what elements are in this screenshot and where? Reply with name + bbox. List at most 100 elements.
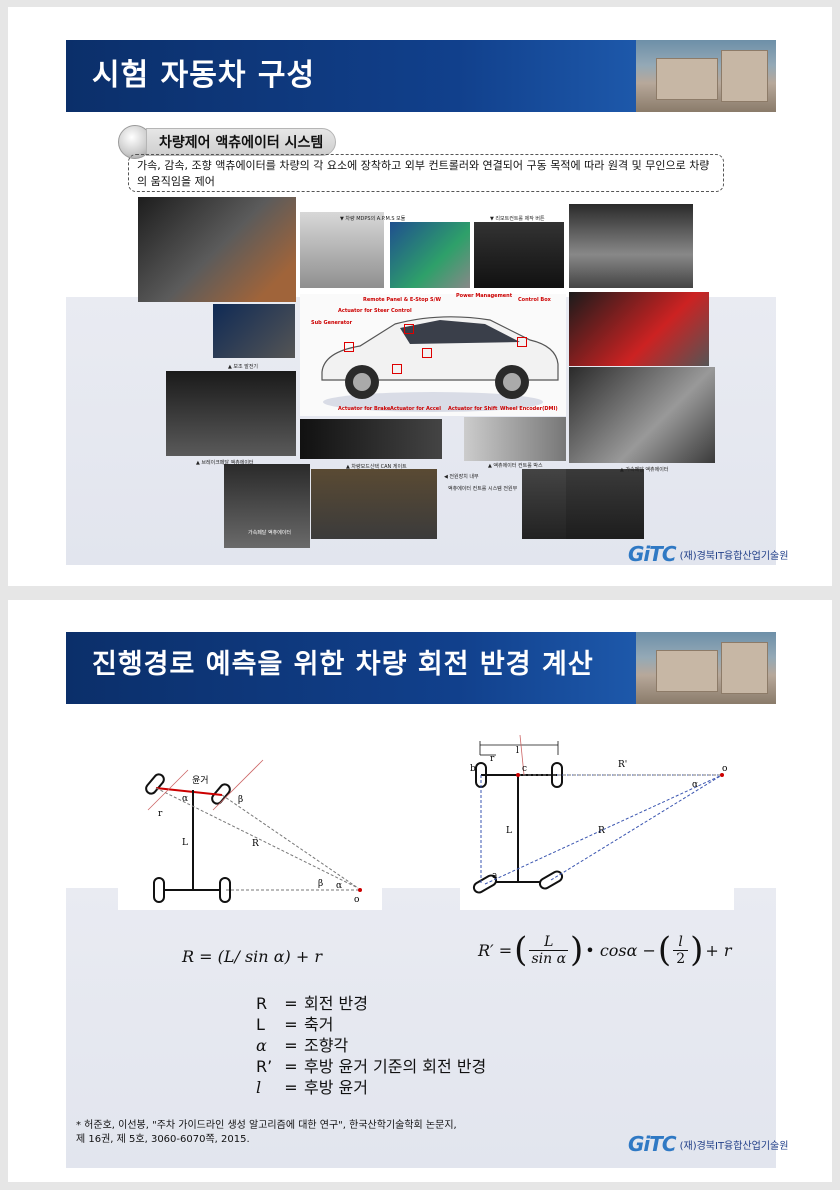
slide-title: 시험 자동차 구성 <box>92 58 316 93</box>
marker-steer <box>404 324 414 334</box>
legend-row: R=회전 반경 <box>256 993 486 1014</box>
fraction-l-2: l 2 <box>673 933 689 967</box>
c-label: c <box>522 764 527 774</box>
label-wheel-encoder: Wheel Encoder(DMI) <box>500 406 558 412</box>
legend-eq: = <box>284 1057 298 1076</box>
frac2-numerator: l <box>678 933 683 950</box>
legend-meaning: 조향각 <box>304 1036 349 1055</box>
legend-symbol: R’ <box>256 1057 273 1076</box>
car-diagram <box>300 294 566 416</box>
photo-steering-hand <box>300 419 442 459</box>
caption-power-inside: ◀ 전원장치 내부 <box>444 474 479 480</box>
photo-generator <box>213 304 295 358</box>
label-actuator-shift: Actuator for Shift <box>448 406 498 412</box>
label-actuator-brake: Actuator for Brake <box>338 406 391 412</box>
legend-row: α = 조향각 <box>256 1035 486 1056</box>
formula-suffix: + r <box>705 940 732 960</box>
center-label: o <box>722 764 727 774</box>
slide-title: 진행경로 예측을 위한 차량 회전 반경 계산 <box>92 649 594 680</box>
variable-legend: R=회전 반경 L = 축거 α = 조향각 R’ = 후방 윤거 기준의 회전 반경 l =… <box>256 993 486 1098</box>
section-label-text: 차량제어 액츄에이터 시스템 <box>146 128 337 156</box>
photo-mdps-module <box>300 212 384 288</box>
legend-meaning: 후방 윤거 기준의 회전 반경 <box>304 1057 487 1076</box>
r-label: r <box>158 809 163 819</box>
label-control-box: Control Box <box>518 297 551 303</box>
caption-power-system: 액츄에이터 컨트롤 시스템 전원부 <box>448 486 518 492</box>
photo-pedal-actuator <box>224 464 310 548</box>
label-sub-generator: Sub Generator <box>311 320 353 326</box>
beta-angle-label: β <box>318 879 323 889</box>
legend-symbol: l <box>256 1078 262 1097</box>
building-photo <box>636 40 776 112</box>
marker-brake <box>392 364 402 374</box>
photo-control-panel <box>464 417 566 461</box>
paren-open: ( <box>514 930 528 970</box>
legend-meaning: 후방 윤거 <box>304 1078 368 1097</box>
photo-power-supply-2 <box>566 469 644 539</box>
rear-steering-diagram: l r b c R' o L R α a <box>470 734 727 894</box>
alpha-label: α <box>182 794 188 804</box>
caption-brake: ▲ 브레이크페달 액츄에이터 <box>196 460 254 466</box>
org-name: (재)경북IT융합산업기술원 <box>679 550 789 562</box>
track-label: 윤거 <box>192 775 209 786</box>
background-band <box>66 888 776 1168</box>
caption-can: ▲ 차량모드신택 CAN 게이트 <box>346 464 407 470</box>
rear-track-label: l <box>516 746 519 756</box>
legend-meaning: 회전 반경 <box>304 994 368 1013</box>
label-actuator-steer: Actuator for Steer Control <box>338 308 412 314</box>
photo-control-board <box>390 222 470 288</box>
formula-rear-radius: R′ = ( L sin α ) • cosα − ( l 2 ) + r <box>478 933 732 967</box>
photo-remote-buttons <box>474 222 564 288</box>
paren-open-2: ( <box>657 930 672 970</box>
caption-generator: ▲ 보조 발전기 <box>228 364 259 370</box>
car-illustration <box>321 316 559 412</box>
footer-logo: GiTC (재)경북IT융합산업기술원 <box>628 542 788 566</box>
legend-meaning: 축거 <box>304 1015 334 1034</box>
alpha-angle-label: α <box>336 881 342 891</box>
legend-symbol: R <box>256 994 268 1013</box>
photo-brake-actuator <box>166 371 296 456</box>
gitc-logo: GiTC <box>628 1132 677 1156</box>
legend-row: L = 축거 <box>256 1014 486 1035</box>
formula-prefix: R′ = <box>478 940 513 960</box>
label-power-management: Power Management <box>456 293 513 299</box>
legend-eq: = <box>284 1036 298 1055</box>
marker-accel <box>422 348 432 358</box>
paren-close: ) <box>570 930 584 970</box>
formula-radius: R = (L/ sin α) + r <box>182 947 322 966</box>
radius-label: R <box>598 826 605 836</box>
description-box: 가속, 감속, 조향 액츄에이터를 차량의 각 요소에 장착하고 외부 컨트롤러… <box>128 154 724 192</box>
radius-label: R <box>252 839 259 849</box>
label-remote-panel: Remote Panel & E-Stop S/W <box>363 297 441 303</box>
legend-eq: = <box>284 1078 298 1097</box>
a-label: a <box>492 871 498 881</box>
r-prime-label: R' <box>618 760 627 770</box>
section-label: 차량제어 액츄에이터 시스템 <box>118 124 337 160</box>
footer-logo: GiTC (재)경북IT융합산업기술원 <box>628 1132 788 1156</box>
title-bar: 진행경로 예측을 위한 차량 회전 반경 계산 <box>66 632 776 704</box>
legend-eq: = <box>284 1015 298 1034</box>
r-label: r <box>490 754 495 764</box>
photo-interior-cockpit <box>138 197 296 302</box>
diagram-front-steering: 윤거 α β r L R β α o <box>118 750 382 910</box>
caption-mdps: ▼ 차량 MDPS의 A.P.M.S 모듈 <box>340 216 406 222</box>
title-bar: 시험 자동차 구성 <box>66 40 776 112</box>
frac1-denominator: sin α <box>529 949 569 967</box>
beta-label: β <box>238 795 243 805</box>
b-label: b <box>470 764 476 774</box>
wheelbase-label: L <box>506 826 512 836</box>
legend-row: R’ = 후방 윤거 기준의 회전 반경 <box>256 1056 486 1077</box>
building-photo <box>636 632 776 704</box>
photo-wheel-encoder <box>569 367 715 463</box>
photo-trunk-rack <box>569 204 693 288</box>
legend-symbol: L <box>256 1015 265 1034</box>
legend-symbol: α <box>256 1036 267 1055</box>
formula-mid: • cosα − <box>585 940 656 960</box>
alpha-label: α <box>692 780 698 790</box>
reference: * 허준호, 이선봉, "주차 가이드라인 생성 알고리즘에 대한 연구", 한… <box>76 1119 457 1147</box>
reference-line-1: * 허준호, 이선봉, "주차 가이드라인 생성 알고리즘에 대한 연구", 한… <box>76 1120 457 1131</box>
paren-close-2: ) <box>690 930 704 970</box>
caption-remote: ▼ 리모트컨트롤 제작 버튼 <box>490 216 545 222</box>
label-actuator-accel: Actuator for Accel <box>390 406 441 412</box>
slide-vehicle-configuration: 시험 자동차 구성 차량제어 액츄에이터 시스템 가속, 감속, 조향 액츄에이… <box>8 7 832 586</box>
